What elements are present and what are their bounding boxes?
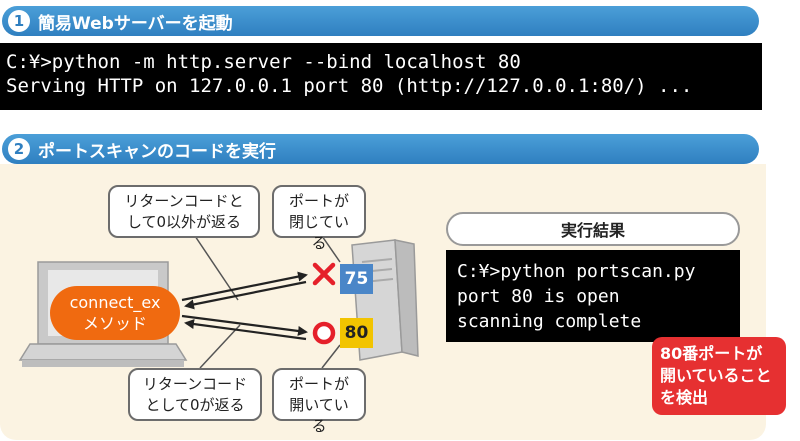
step1-number: 1 [8, 10, 30, 32]
method-name: connect_ex [69, 293, 161, 312]
arrow-response-75 [184, 280, 307, 310]
bubble-return-nonzero: リターンコードと して0以外が返る [108, 185, 260, 238]
detection-callout: 80番ポートが 開いていること を検出 [652, 337, 786, 415]
result-terminal: C:¥>python portscan.py port 80 is open s… [446, 250, 740, 342]
bubble-line: として0が返る [145, 396, 245, 414]
method-label: メソッド [82, 314, 147, 333]
open-circle-icon [312, 321, 336, 345]
connect-ex-method-oval: connect_ex メソッド [50, 286, 180, 340]
terminal-line: scanning complete [457, 311, 642, 332]
bubble-line: リターンコードと [124, 192, 244, 210]
arrow-request-75 [181, 271, 308, 302]
arrow-request-80 [181, 314, 308, 336]
callout-line: を検出 [660, 388, 709, 407]
terminal-line: C:¥>python portscan.py [457, 261, 696, 282]
bubble-line: ポートが [288, 375, 349, 393]
callout-line: 開いていること [660, 366, 772, 385]
step1-header: 1 簡易Webサーバーを起動 [2, 6, 759, 36]
bubble-line: ポートが [288, 192, 349, 210]
terminal-line: C:¥>python -m http.server --bind localho… [6, 51, 521, 73]
bubble-return-zero: リターンコード として0が返る [128, 368, 262, 421]
result-title: 実行結果 [446, 212, 740, 246]
bubble-line: して0以外が返る [126, 213, 242, 231]
port-75-badge: 75 [340, 264, 373, 294]
step2-header: 2 ポートスキャンのコードを実行 [2, 134, 759, 164]
callout-line: 80番ポートが [660, 344, 763, 363]
closed-x-icon [312, 262, 336, 286]
terminal-line: Serving HTTP on 127.0.0.1 port 80 (http:… [6, 75, 693, 97]
bubble-line: 開いている [289, 396, 349, 435]
step1-title: 簡易Webサーバーを起動 [38, 13, 233, 34]
bubble-port-closed: ポートが 閉じている [272, 185, 366, 252]
arrow-response-80 [184, 319, 307, 341]
port-80-badge: 80 [340, 318, 373, 348]
bubble-line: 閉じている [288, 213, 349, 252]
step2-number: 2 [8, 138, 30, 160]
terminal-line: port 80 is open [457, 286, 620, 307]
bubble-line: リターンコード [142, 375, 248, 393]
bubble-port-open: ポートが 開いている [272, 368, 366, 435]
server-terminal: C:¥>python -m http.server --bind localho… [0, 43, 762, 110]
step2-title: ポートスキャンのコードを実行 [38, 141, 276, 162]
